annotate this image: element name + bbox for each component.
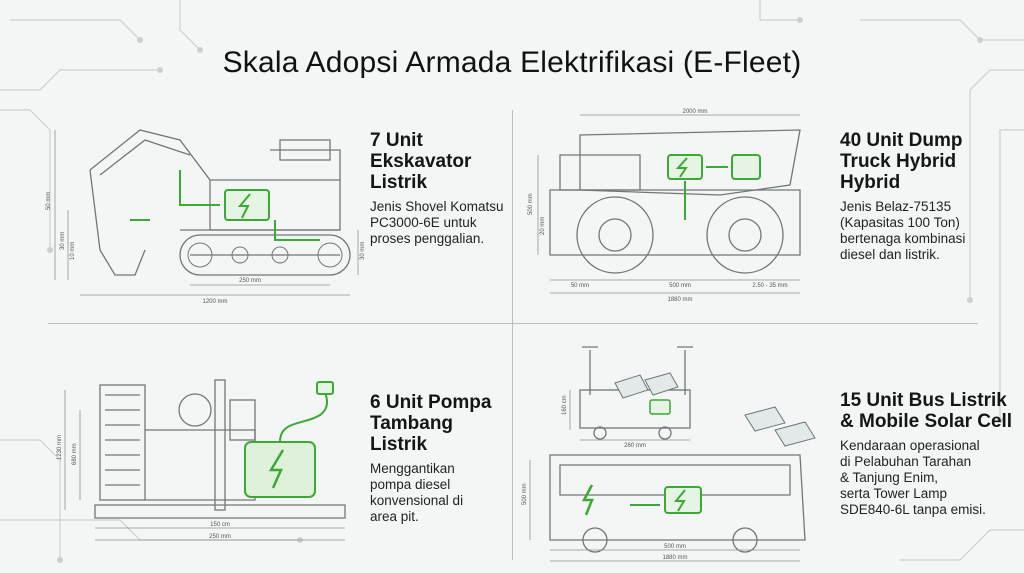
- dim-label: 150 cm: [210, 522, 230, 528]
- page-title: Skala Adopsi Armada Elektrifikasi (E-Fle…: [222, 46, 802, 79]
- dim-label: 260 mm: [624, 443, 646, 449]
- dim-label: 1880 mm: [667, 297, 692, 303]
- panel-heading: 15 Unit Bus Listrik & Mobile Solar Cell: [840, 390, 1013, 432]
- solar-panel-icon: [614, 372, 816, 447]
- panel-dump-truck: 40 Unit Dump Truck Hybrid Hybrid Jenis B…: [840, 130, 1015, 263]
- dim-label: 1230 mm: [57, 435, 63, 460]
- vertical-divider: [512, 110, 513, 560]
- dim-label: 160 cm: [562, 395, 568, 415]
- panel-excavator: 7 Unit Ekskavator Listrik Jenis Shovel K…: [370, 130, 510, 247]
- dim-label: 20 mm: [540, 217, 546, 235]
- panel-heading: 6 Unit Pompa Tambang Listrik: [370, 392, 492, 455]
- engine-icon: [731, 154, 761, 180]
- dim-label: 1880 mm: [662, 555, 687, 561]
- dim-label: 2.50 - 35 mm: [752, 283, 787, 289]
- dim-label: 500 mm: [664, 544, 686, 550]
- dim-label: 1200 mm: [202, 299, 227, 305]
- panel-heading: 7 Unit Ekskavator Listrik: [370, 130, 472, 193]
- dim-label: 500 mm: [522, 483, 528, 505]
- dim-label: 250 mm: [239, 278, 261, 284]
- excavator-illustration: 250 mm 1200 mm 50 mm 30 mm 10 mm 30 mm: [46, 129, 366, 305]
- dim-label: 10 mm: [70, 242, 76, 260]
- dim-label: 680 mm: [72, 443, 78, 465]
- dim-label: 50 mm: [46, 192, 52, 210]
- dim-label: 500 mm: [669, 283, 691, 289]
- plug-icon: [316, 381, 334, 395]
- panel-description: Jenis Belaz-75135 (Kapasitas 100 Ton) be…: [840, 199, 966, 262]
- panel-heading: 40 Unit Dump Truck Hybrid Hybrid: [840, 130, 963, 193]
- horizontal-divider: [48, 323, 978, 324]
- dim-label: 2000 mm: [682, 109, 707, 115]
- pump-illustration: 1230 mm 680 mm 150 cm 250 mm: [57, 379, 346, 541]
- panel-description: Kendaraan operasional di Pelabuhan Tarah…: [840, 438, 986, 517]
- dim-label: 250 mm: [209, 534, 231, 540]
- dim-label: 30 mm: [60, 232, 66, 250]
- panel-bus-solar: 15 Unit Bus Listrik & Mobile Solar Cell …: [840, 390, 1020, 518]
- dim-label: 30 mm: [360, 242, 366, 260]
- dim-label: 50 mm: [571, 283, 589, 289]
- panel-description: Jenis Shovel Komatsu PC3000-6E untuk pro…: [370, 199, 504, 246]
- bus-solar-illustration: 160 cm 260 mm 500 mm 500 mm 1880 mm: [522, 346, 816, 562]
- panel-description: Menggantikan pompa diesel konvensional d…: [370, 461, 464, 524]
- panel-pump: 6 Unit Pompa Tambang Listrik Menggantika…: [370, 392, 510, 525]
- battery-icon: [649, 399, 671, 415]
- dump-truck-illustration: 2000 mm 500 mm 20 mm 50 mm 500 mm 2.50 -…: [528, 109, 801, 303]
- dim-label: 500 mm: [528, 193, 534, 215]
